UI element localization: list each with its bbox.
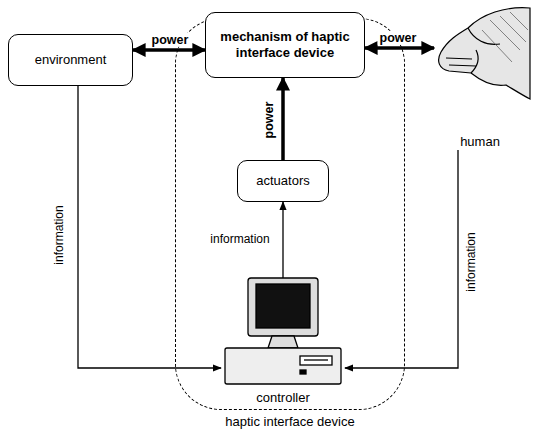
node-label: mechanism of haptic interface device bbox=[206, 29, 364, 60]
node-label: haptic interface device bbox=[175, 414, 405, 430]
information-arrow bbox=[282, 202, 283, 278]
power-arrow bbox=[365, 46, 434, 50]
screen bbox=[256, 284, 310, 328]
power-arrow bbox=[133, 48, 205, 52]
node-label: controller bbox=[221, 390, 345, 406]
power-arrow bbox=[281, 78, 285, 160]
monitor-stand bbox=[268, 336, 298, 348]
device-boundary: haptic interface device mechanism of hapt… bbox=[175, 10, 405, 430]
environment-box: environment bbox=[8, 34, 133, 86]
controller-computer: controller bbox=[221, 278, 345, 406]
edge-label: power bbox=[378, 31, 419, 45]
edge-label: information bbox=[208, 233, 271, 247]
node-label: environment bbox=[27, 52, 115, 68]
information-arrow bbox=[345, 150, 458, 368]
computer-base bbox=[225, 348, 341, 384]
actuators-box: actuators bbox=[237, 160, 329, 202]
hand-outline bbox=[439, 8, 530, 99]
information-arrow bbox=[78, 86, 221, 368]
node-label: human bbox=[430, 134, 530, 150]
human-figure: human bbox=[430, 4, 530, 150]
drive-line bbox=[304, 359, 328, 360]
node-label: actuators bbox=[248, 173, 317, 189]
drive-slot bbox=[300, 356, 332, 365]
edge-label: power bbox=[262, 100, 276, 141]
human-hand bbox=[439, 8, 530, 99]
computer bbox=[225, 278, 341, 384]
monitor bbox=[248, 278, 318, 336]
edge-label: power bbox=[150, 33, 191, 47]
finger-lines bbox=[446, 28, 500, 73]
edge-label: information bbox=[53, 203, 67, 266]
power-light bbox=[300, 370, 306, 374]
mechanism-box: mechanism of haptic interface device bbox=[205, 12, 365, 78]
edge-label: information bbox=[465, 230, 479, 293]
hand-shading bbox=[482, 12, 528, 62]
